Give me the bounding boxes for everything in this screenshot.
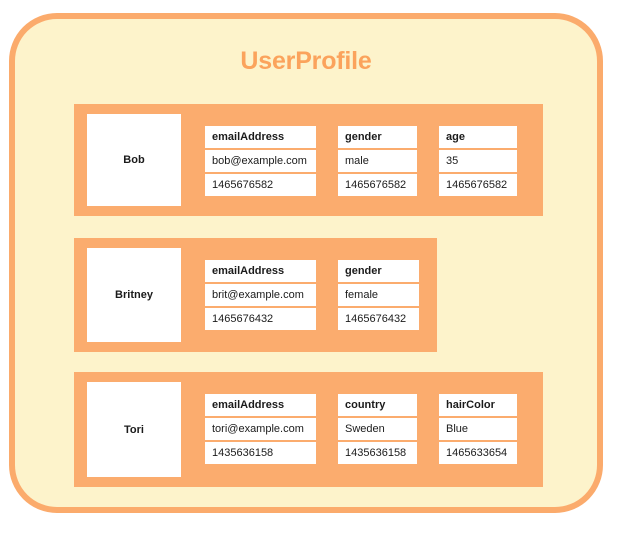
property-column[interactable]: gender female 1465676432 <box>338 260 419 330</box>
property-column[interactable]: gender male 1465676582 <box>338 126 417 196</box>
property-key: emailAddress <box>205 260 316 282</box>
property-timestamp: 1465676582 <box>338 174 417 196</box>
property-value: Sweden <box>338 418 417 440</box>
property-value: tori@example.com <box>205 418 316 440</box>
entity-name: Tori <box>87 382 181 477</box>
property-column[interactable]: country Sweden 1435636158 <box>338 394 417 464</box>
property-value: Blue <box>439 418 517 440</box>
property-value: male <box>338 150 417 172</box>
property-key: country <box>338 394 417 416</box>
property-key: emailAddress <box>205 126 316 148</box>
property-timestamp: 1465676582 <box>205 174 316 196</box>
property-timestamp: 1465633654 <box>439 442 517 464</box>
property-value: 35 <box>439 150 517 172</box>
entity-row[interactable]: Britney emailAddress brit@example.com 14… <box>74 238 437 352</box>
property-value: brit@example.com <box>205 284 316 306</box>
property-value: bob@example.com <box>205 150 316 172</box>
entity-row[interactable]: Tori emailAddress tori@example.com 14356… <box>74 372 543 487</box>
property-column[interactable]: emailAddress tori@example.com 1435636158 <box>205 394 316 464</box>
property-column[interactable]: hairColor Blue 1465633654 <box>439 394 517 464</box>
property-key: gender <box>338 126 417 148</box>
property-key: gender <box>338 260 419 282</box>
property-value: female <box>338 284 419 306</box>
property-timestamp: 1465676432 <box>338 308 419 330</box>
property-columns: emailAddress tori@example.com 1435636158… <box>205 394 517 464</box>
entity-row[interactable]: Bob emailAddress bob@example.com 1465676… <box>74 104 543 216</box>
property-key: hairColor <box>439 394 517 416</box>
property-columns: emailAddress bob@example.com 1465676582 … <box>205 126 517 196</box>
entity-name: Bob <box>87 114 181 206</box>
property-timestamp: 1435636158 <box>338 442 417 464</box>
property-timestamp: 1465676432 <box>205 308 316 330</box>
user-profile-card: UserProfile Bob emailAddress bob@example… <box>9 13 603 513</box>
property-timestamp: 1465676582 <box>439 174 517 196</box>
property-key: age <box>439 126 517 148</box>
page-title: UserProfile <box>240 47 372 75</box>
property-columns: emailAddress brit@example.com 1465676432… <box>205 260 419 330</box>
property-column[interactable]: emailAddress bob@example.com 1465676582 <box>205 126 316 196</box>
property-key: emailAddress <box>205 394 316 416</box>
property-column[interactable]: emailAddress brit@example.com 1465676432 <box>205 260 316 330</box>
property-timestamp: 1435636158 <box>205 442 316 464</box>
property-column[interactable]: age 35 1465676582 <box>439 126 517 196</box>
entity-name: Britney <box>87 248 181 342</box>
